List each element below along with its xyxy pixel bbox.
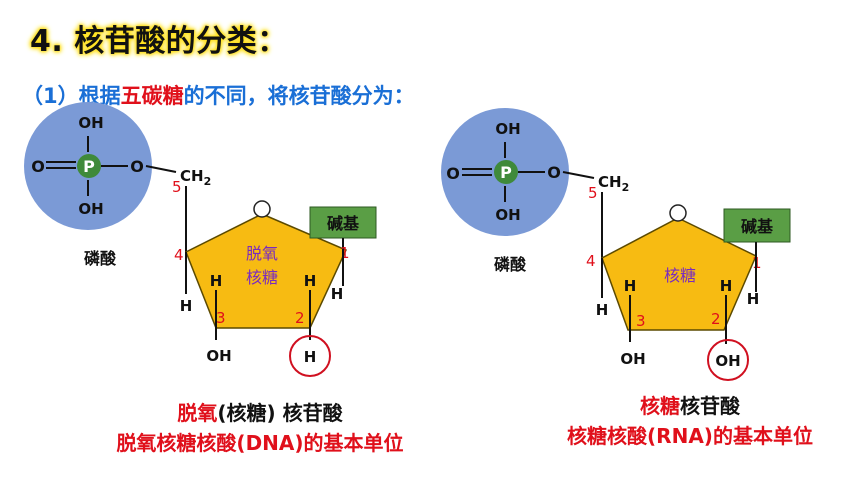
right-base-label: 碱基 [741, 217, 774, 236]
right-o-link: O [547, 163, 561, 182]
left-sugar-label-2: 核糖 [246, 268, 278, 287]
left-oh-c3: OH [206, 347, 231, 365]
right-nucleotide: OH O P O OH 磷酸 CH2 5 核糖 碱基 4 1 3 2 H H H… [441, 108, 791, 381]
left-h-c1: H [331, 285, 344, 303]
right-highlight-circle [707, 339, 749, 381]
left-oh-bottom: OH [78, 200, 103, 218]
left-ch2: CH2 [180, 167, 211, 188]
left-nucleotide: OH O P O OH 磷酸 CH2 5 脱氧 核糖 碱基 4 1 3 2 H … [24, 102, 377, 377]
left-num-5: 5 [172, 178, 182, 196]
left-phosphate-label: 磷酸 [84, 249, 117, 268]
left-caption-black: (核糖) 核苷酸 [217, 401, 343, 425]
left-caption-1: 脱氧(核糖) 核苷酸 [120, 397, 400, 426]
left-num-4: 4 [174, 246, 184, 264]
left-num-2: 2 [295, 309, 305, 327]
right-ch2: CH2 [598, 173, 629, 194]
right-p-circle [494, 160, 518, 184]
left-base-box [309, 206, 377, 239]
right-caption-1: 核糖核苷酸 [570, 390, 810, 419]
right-o-double: O [446, 164, 460, 183]
left-h-c2-top: H [304, 272, 317, 290]
right-sugar-label: 核糖 [664, 266, 696, 285]
right-caption-red: 核糖 [640, 394, 680, 418]
right-sugar-ring [601, 217, 757, 331]
left-caption-red: 脱氧 [177, 401, 218, 425]
right-caption-2: 核糖核酸(RNA)的基本单位 [567, 424, 813, 448]
left-num-3: 3 [216, 309, 226, 327]
right-h-c1: H [747, 290, 760, 308]
left-c2-group: H [304, 348, 317, 366]
subtitle: （1）根据五碳糖的不同，将核苷酸分为： [22, 80, 415, 110]
left-sugar-label-1: 脱氧 [246, 244, 278, 263]
left-h-c3-top: H [210, 272, 223, 290]
right-num-5: 5 [588, 184, 598, 202]
right-h-c2-top: H [720, 277, 733, 295]
left-caption-2: 脱氧核糖核酸(DNA)的基本单位 [116, 431, 404, 455]
left-highlight-circle [289, 335, 331, 377]
right-oh-c3: OH [620, 350, 645, 368]
left-oh-top: OH [78, 114, 103, 132]
right-caption-black: 核苷酸 [680, 394, 740, 418]
right-base-box [723, 208, 791, 243]
right-bond [562, 171, 595, 179]
left-p: P [83, 157, 95, 176]
page-title: 4. 核苷酸的分类： [30, 24, 288, 59]
left-bond [145, 165, 177, 173]
left-base-label: 碱基 [327, 214, 360, 233]
subtitle-prefix: （1）根据 [22, 84, 121, 108]
right-num-3: 3 [636, 312, 646, 330]
right-num-2: 2 [711, 310, 721, 328]
left-o-link: O [130, 157, 144, 176]
right-h-c3-top: H [624, 277, 637, 295]
right-h-c4: H [596, 301, 609, 319]
right-oh-bottom: OH [495, 206, 520, 224]
right-oh-top: OH [495, 120, 520, 138]
right-c2-group: OH [715, 352, 740, 370]
right-p: P [500, 163, 512, 182]
right-num-4: 4 [586, 252, 596, 270]
left-p-circle [77, 154, 101, 178]
subtitle-highlight: 五碳糖 [120, 84, 184, 108]
right-ring-o [669, 204, 687, 222]
left-num-1: 1 [340, 244, 350, 262]
left-sugar-ring [185, 213, 348, 329]
right-phosphate-label: 磷酸 [494, 255, 527, 274]
left-ring-o [253, 200, 271, 218]
left-o-double: O [31, 157, 45, 176]
subtitle-suffix: 的不同，将核苷酸分为： [183, 84, 415, 108]
left-h-c4: H [180, 297, 193, 315]
